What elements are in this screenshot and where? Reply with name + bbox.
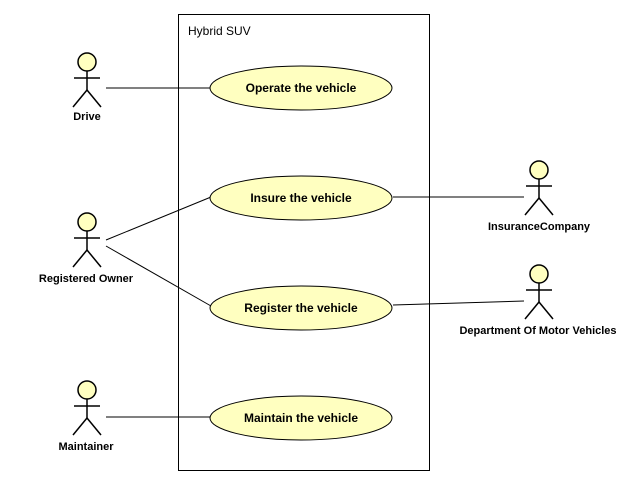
association-owner-insure	[105, 196, 212, 241]
actor-maintainer[interactable]: Maintainer	[58, 380, 114, 453]
actor-insurance-company[interactable]: InsuranceCompany	[488, 160, 591, 233]
actor-dmv[interactable]: Department Of Motor Vehicles	[459, 264, 617, 337]
actor-drive-label: Drive	[73, 111, 101, 123]
use-case-insure-label: Insure the vehicle	[250, 191, 352, 205]
use-case-maintain-label: Maintain the vehicle	[244, 411, 358, 425]
association-dmv-register	[392, 300, 525, 306]
use-case-register-label: Register the vehicle	[244, 301, 358, 315]
actor-insurance-company-icon	[524, 160, 554, 216]
use-case-maintain[interactable]: Maintain the vehicle	[209, 395, 393, 441]
system-title: Hybrid SUV	[188, 24, 251, 38]
actor-insurance-company-label: InsuranceCompany	[488, 221, 591, 233]
use-case-register[interactable]: Register the vehicle	[209, 285, 393, 331]
actor-drive[interactable]: Drive	[72, 52, 102, 123]
actor-maintainer-label: Maintainer	[58, 441, 114, 453]
actor-dmv-icon	[524, 264, 554, 320]
actor-dmv-label: Department Of Motor Vehicles	[459, 325, 616, 337]
use-case-operate-label: Operate the vehicle	[246, 81, 357, 95]
actor-maintainer-icon	[72, 380, 102, 436]
actor-registered-owner-label: Registered Owner	[39, 273, 134, 285]
use-case-insure[interactable]: Insure the vehicle	[209, 175, 393, 221]
use-case-operate[interactable]: Operate the vehicle	[209, 65, 393, 111]
actor-registered-owner-icon	[72, 212, 102, 268]
actor-drive-icon	[72, 52, 102, 108]
association-owner-register	[105, 245, 212, 307]
actor-registered-owner[interactable]: Registered Owner	[39, 212, 134, 285]
